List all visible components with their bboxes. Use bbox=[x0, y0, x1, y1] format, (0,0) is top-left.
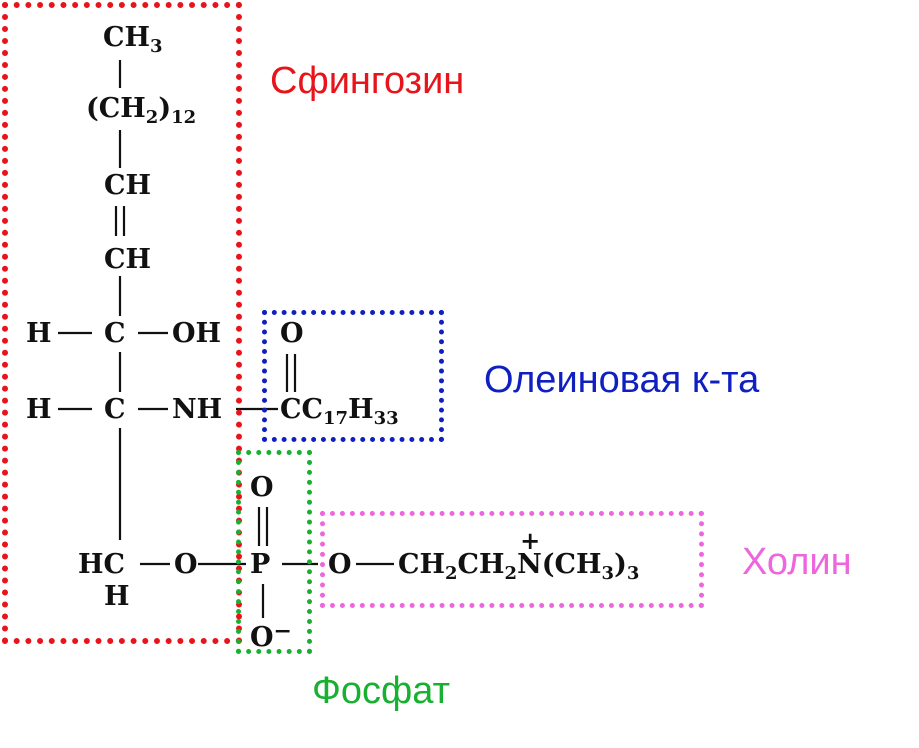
h-atom-2: H bbox=[26, 394, 52, 425]
choline-box bbox=[320, 511, 704, 608]
c-atom-1: C bbox=[104, 318, 126, 349]
ch3-group: CH3 bbox=[103, 22, 163, 57]
acyl-chain: CC17H33 bbox=[280, 394, 399, 429]
ester-oxygen-left: O bbox=[174, 549, 198, 580]
choline-label: Холин bbox=[742, 541, 852, 583]
sphingosine-label: Сфингозин bbox=[270, 60, 465, 102]
hc-group: HC bbox=[78, 549, 125, 580]
sphingosine-box bbox=[2, 2, 242, 644]
ester-oxygen-right: O bbox=[328, 549, 352, 580]
ch2-chain: (CH2)12 bbox=[86, 93, 197, 128]
hc-hydrogen: H bbox=[104, 581, 130, 612]
c-atom-2: C bbox=[104, 394, 126, 425]
nitrogen-plus-charge: + bbox=[520, 526, 541, 555]
acyl-oxygen: O bbox=[280, 318, 304, 349]
oleic-acid-box bbox=[262, 310, 444, 442]
ch-group-1: CH bbox=[104, 170, 151, 201]
phosphate-box bbox=[236, 450, 312, 654]
phosphate-oxygen-minus: O− bbox=[250, 618, 292, 653]
ch-group-2: CH bbox=[104, 244, 151, 275]
h-atom-1: H bbox=[26, 318, 52, 349]
phosphorus-atom: P bbox=[250, 549, 271, 580]
oleic-acid-label: Олеиновая к-та bbox=[484, 359, 760, 401]
oh-group: OH bbox=[172, 318, 222, 349]
nh-group: NH bbox=[172, 394, 223, 425]
phosphate-label: Фосфат bbox=[312, 670, 450, 712]
phosphate-oxygen-top: O bbox=[250, 472, 274, 503]
choline-chain: CH2CH2+N(CH3)3 bbox=[398, 526, 640, 584]
